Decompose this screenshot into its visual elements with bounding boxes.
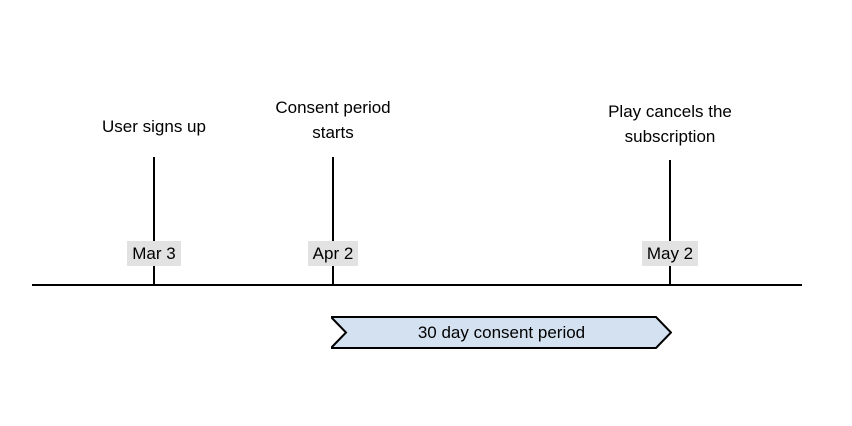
event-tick-line <box>332 157 334 285</box>
event-date-label: May 2 <box>610 241 730 266</box>
event-date-text: Apr 2 <box>307 241 359 266</box>
event-title: Consent period starts <box>275 98 391 142</box>
event-title: Play cancels the subscription <box>608 102 732 146</box>
timeline-axis <box>32 284 802 286</box>
event-date-label: Mar 3 <box>94 241 214 266</box>
event-tick-line <box>669 160 671 285</box>
event-date-text: May 2 <box>641 241 699 266</box>
event-date-label: Apr 2 <box>273 241 393 266</box>
event-date-text: Mar 3 <box>127 241 181 266</box>
consent-period-banner: 30 day consent period <box>331 316 672 349</box>
event-tick-line <box>153 157 155 285</box>
event-title: User signs up <box>102 117 206 136</box>
banner-arrow-shape <box>331 316 672 349</box>
